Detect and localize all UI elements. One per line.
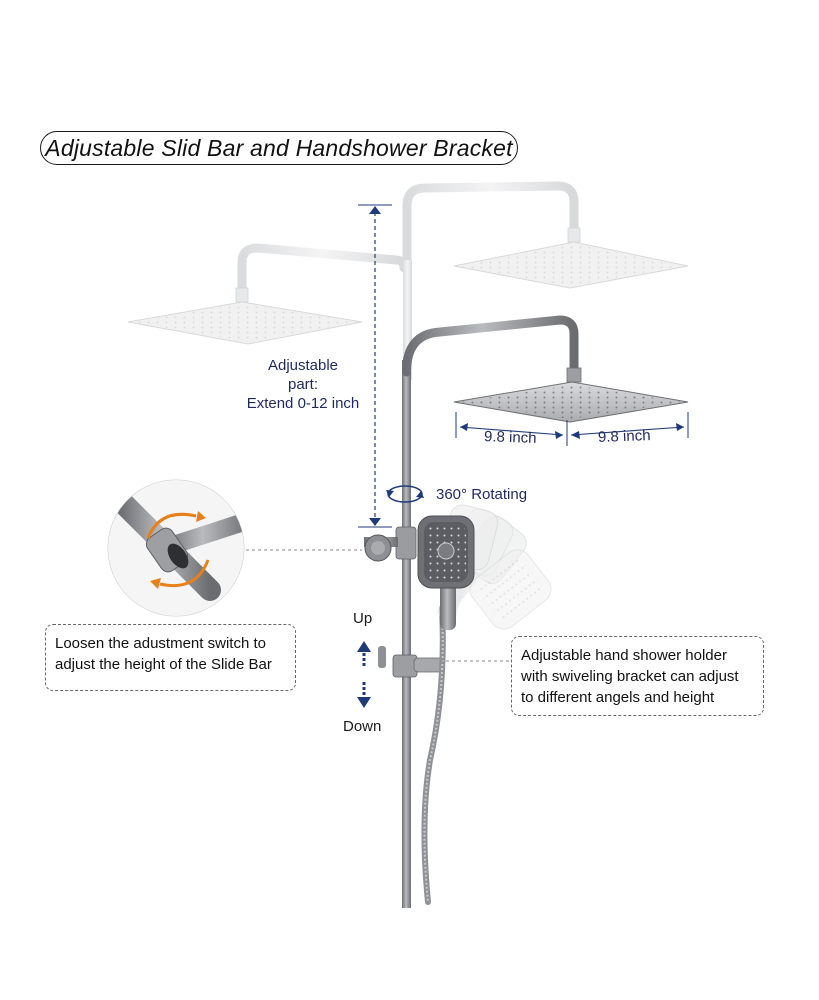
- adjustable-line2: part:: [287, 376, 318, 393]
- slide-callout-line1: Loosen the adustment switch to: [55, 635, 266, 652]
- holder-callout-line1: Adjustable hand shower holder: [521, 647, 727, 664]
- rotation-label: 360° Rotating: [436, 486, 528, 503]
- width-right-label: 9.8 inch: [597, 427, 651, 446]
- up-label: Up: [353, 610, 373, 627]
- main-shower-column: [364, 315, 689, 908]
- hand-shower: [417, 515, 475, 630]
- holder-callout-line3: to different angels and height: [521, 689, 715, 706]
- switch-detail-lens: [107, 479, 245, 617]
- slide-callout-line2: adjust the height of the Slide Bar: [55, 656, 272, 673]
- down-arrow-icon: [357, 682, 371, 708]
- ghost-extended-positions: [127, 181, 689, 380]
- slide-switch-callout: Loosen the adustment switch to adjust th…: [45, 624, 296, 691]
- holder-callout: Adjustable hand shower holder with swive…: [511, 636, 764, 716]
- adjustable-line3: Extend 0-12 inch: [246, 395, 360, 412]
- adjustable-part-label: Adjustable part: Extend 0-12 inch: [238, 356, 368, 413]
- title-text: Adjustable Slid Bar and Handshower Brack…: [45, 134, 513, 161]
- adjustable-line1: Adjustable: [267, 357, 339, 374]
- width-left-label: 9.8 inch: [483, 428, 537, 447]
- rotate-360-icon: [386, 485, 424, 503]
- diagram-title: Adjustable Slid Bar and Handshower Brack…: [40, 131, 518, 165]
- down-label: Down: [343, 718, 382, 735]
- holder-callout-line2: with swiveling bracket can adjust: [521, 668, 739, 685]
- height-dimension: [358, 204, 392, 528]
- up-arrow-icon: [357, 641, 371, 666]
- width-dimension: [455, 412, 689, 446]
